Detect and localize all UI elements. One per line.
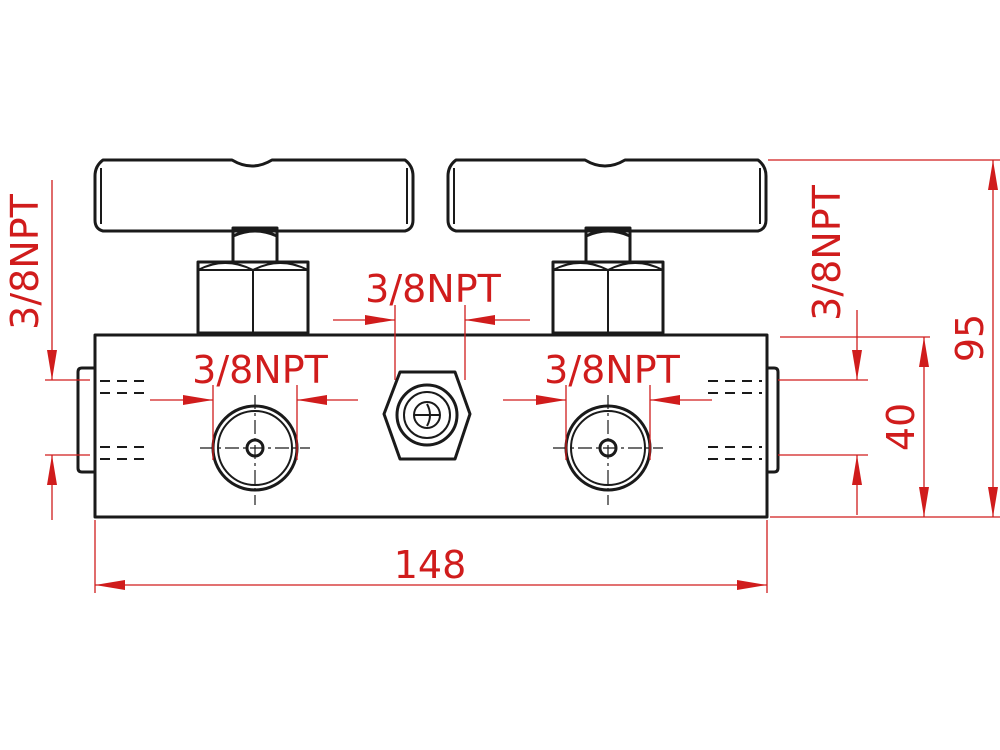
extension-lines (45, 159, 1000, 593)
right-port-dimension: 3/8NPT (805, 184, 862, 515)
left-valve (93, 158, 415, 335)
body-height-dimension: 40 (879, 337, 929, 517)
total-height-label: 95 (948, 314, 992, 362)
center-plug (382, 370, 472, 461)
total-height-dimension: 95 (948, 160, 998, 517)
width-dimension: 148 (95, 543, 767, 590)
right-valve (446, 158, 768, 335)
left-port-dimension: 3/8NPT (3, 180, 57, 520)
body-height-label: 40 (879, 403, 923, 451)
left-front-port (200, 395, 310, 505)
right-front-port (553, 395, 663, 505)
right-front-port-dimension: 3/8NPT (503, 348, 712, 405)
left-port-label: 3/8NPT (3, 193, 47, 329)
right-port-label: 3/8NPT (805, 184, 849, 320)
top-center-port-label: 3/8NPT (365, 267, 501, 311)
width-label: 148 (394, 543, 467, 587)
left-front-port-label: 3/8NPT (192, 348, 328, 392)
top-center-port-dimension: 3/8NPT (333, 267, 530, 325)
manifold-body (76, 333, 780, 519)
right-front-port-label: 3/8NPT (544, 348, 680, 392)
left-front-port-dimension: 3/8NPT (150, 348, 358, 405)
